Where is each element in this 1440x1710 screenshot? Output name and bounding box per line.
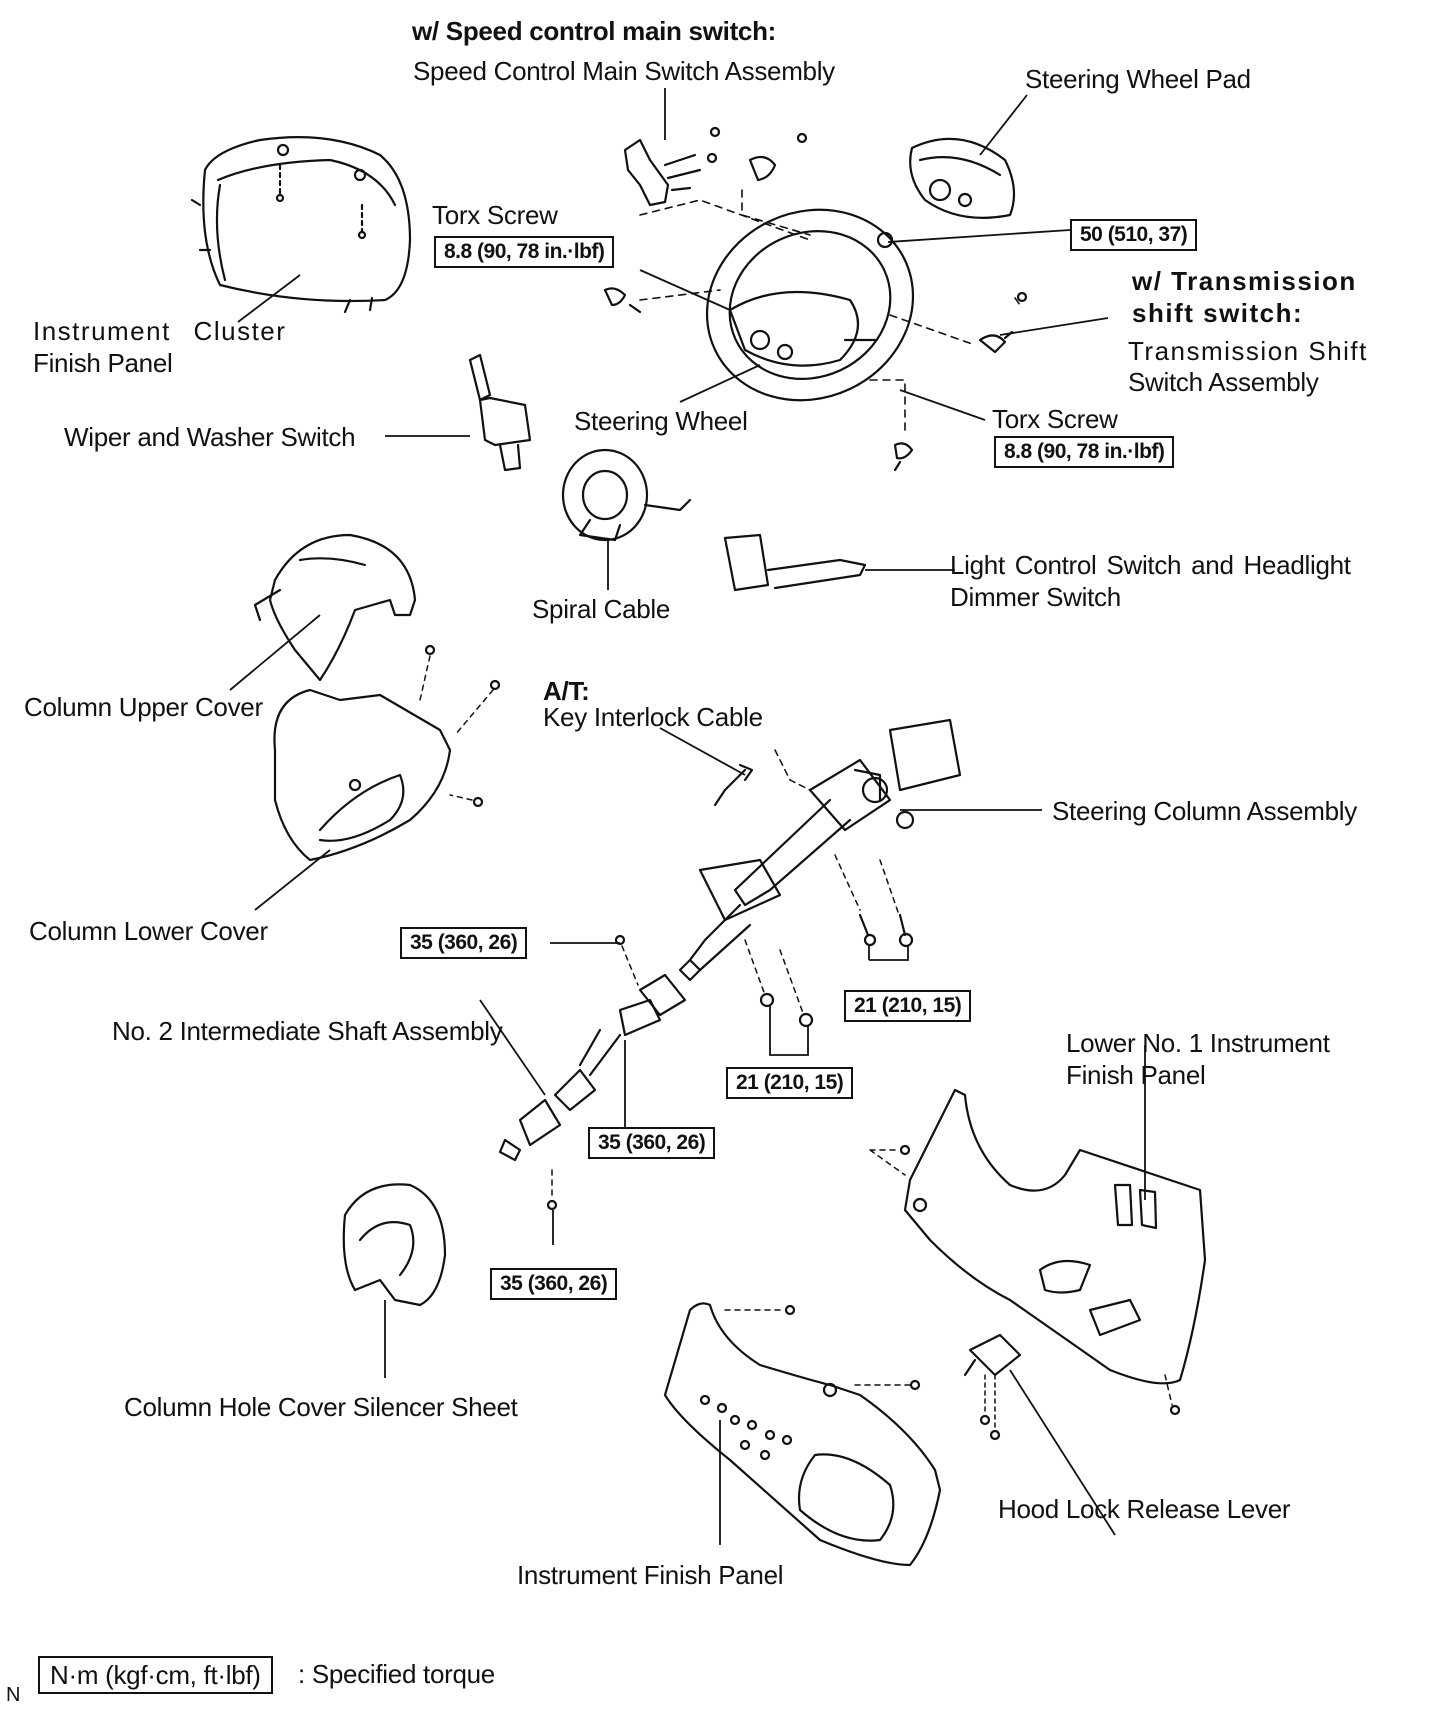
light-control-switch-part (723, 533, 867, 592)
torx-screw-label-lower: Torx Screw (992, 404, 1118, 434)
speed-control-condition-label: w/ Speed control main switch: (412, 16, 777, 46)
silencer-sheet-part (342, 1183, 447, 1307)
steering-wheel-part (705, 208, 915, 402)
intermediate-shaft-label: No. 2 Intermediate Shaft Assembly (112, 1016, 503, 1046)
torx-screw-label-upper: Torx Screw (432, 200, 558, 230)
spiral-cable-part (561, 448, 692, 542)
lower-no1-finish-panel-part (869, 1088, 1207, 1416)
intermediate-shaft-part (498, 934, 687, 1211)
transmission-condition-label-1: w/ Transmission (1132, 266, 1357, 296)
transmission-condition-label-2: shift switch: (1132, 298, 1304, 328)
torque-box-column-nuts: 21 (210, 15) (726, 1067, 854, 1099)
light-control-switch-label-1: Light Control Switch and Headlight (950, 550, 1351, 580)
instrument-cluster-panel-label-2: Finish Panel (33, 348, 173, 378)
speed-control-switch-part (623, 126, 808, 207)
transmission-switch-label-1: Transmission Shift (1128, 336, 1368, 366)
instrument-finish-panel-label: Instrument Finish Panel (517, 1560, 784, 1590)
key-interlock-cable-label: Key Interlock Cable (543, 702, 763, 732)
hood-lock-lever-label: Hood Lock Release Lever (998, 1494, 1291, 1524)
steering-column-assembly-part (678, 718, 962, 982)
speed-control-switch-label: Speed Control Main Switch Assembly (413, 56, 835, 86)
torque-box-shaft-lower: 35 (360, 26) (490, 1268, 618, 1300)
torque-box-column-bolts: 21 (210, 15) (844, 990, 972, 1022)
steering-column-assembly-label: Steering Column Assembly (1052, 796, 1357, 826)
silencer-sheet-label: Column Hole Cover Silencer Sheet (124, 1392, 518, 1422)
torque-box-shaft-upper: 35 (360, 26) (400, 927, 528, 959)
torque-box-shaft-middle: 35 (360, 26) (588, 1127, 716, 1159)
transmission-switch-label-2: Switch Assembly (1128, 367, 1319, 397)
hood-lock-release-lever-part (963, 1333, 1022, 1441)
column-lower-cover-label: Column Lower Cover (29, 916, 268, 946)
corner-code: N (6, 1684, 21, 1706)
steering-wheel-pad-part (909, 137, 1016, 219)
wiper-washer-switch-part (468, 353, 532, 472)
light-control-switch-label-2: Dimmer Switch (950, 582, 1121, 612)
column-upper-cover-part (253, 533, 417, 682)
lower-no1-panel-label-1: Lower No. 1 Instrument (1066, 1028, 1330, 1058)
legend-description: : Specified torque (298, 1659, 495, 1689)
column-lower-cover-part (273, 644, 501, 862)
key-interlock-cable-part (713, 749, 811, 807)
legend-unit-box: N·m (kgf·cm, ft·lbf) (38, 1656, 273, 1694)
leader-lines (229, 88, 1146, 1545)
at-condition-label: A/T: (543, 676, 590, 706)
instrument-cluster-finish-panel-part (190, 136, 412, 314)
steering-wheel-pad-label: Steering Wheel Pad (1025, 64, 1251, 94)
torque-box-torx-lower: 8.8 (90, 78 in.·lbf) (994, 436, 1175, 468)
instrument-cluster-panel-label-1: Instrument Cluster (33, 316, 287, 346)
steering-wheel-label: Steering Wheel (574, 406, 748, 436)
lower-no1-panel-label-2: Finish Panel (1066, 1060, 1206, 1090)
torque-box-wheel-nut: 50 (510, 37) (1070, 219, 1198, 251)
spiral-cable-label: Spiral Cable (532, 594, 671, 624)
wiper-washer-switch-label: Wiper and Washer Switch (64, 422, 356, 452)
torque-box-torx-upper: 8.8 (90, 78 in.·lbf) (434, 236, 615, 268)
instrument-finish-panel-part (663, 1302, 942, 1567)
column-upper-cover-label: Column Upper Cover (24, 692, 263, 722)
